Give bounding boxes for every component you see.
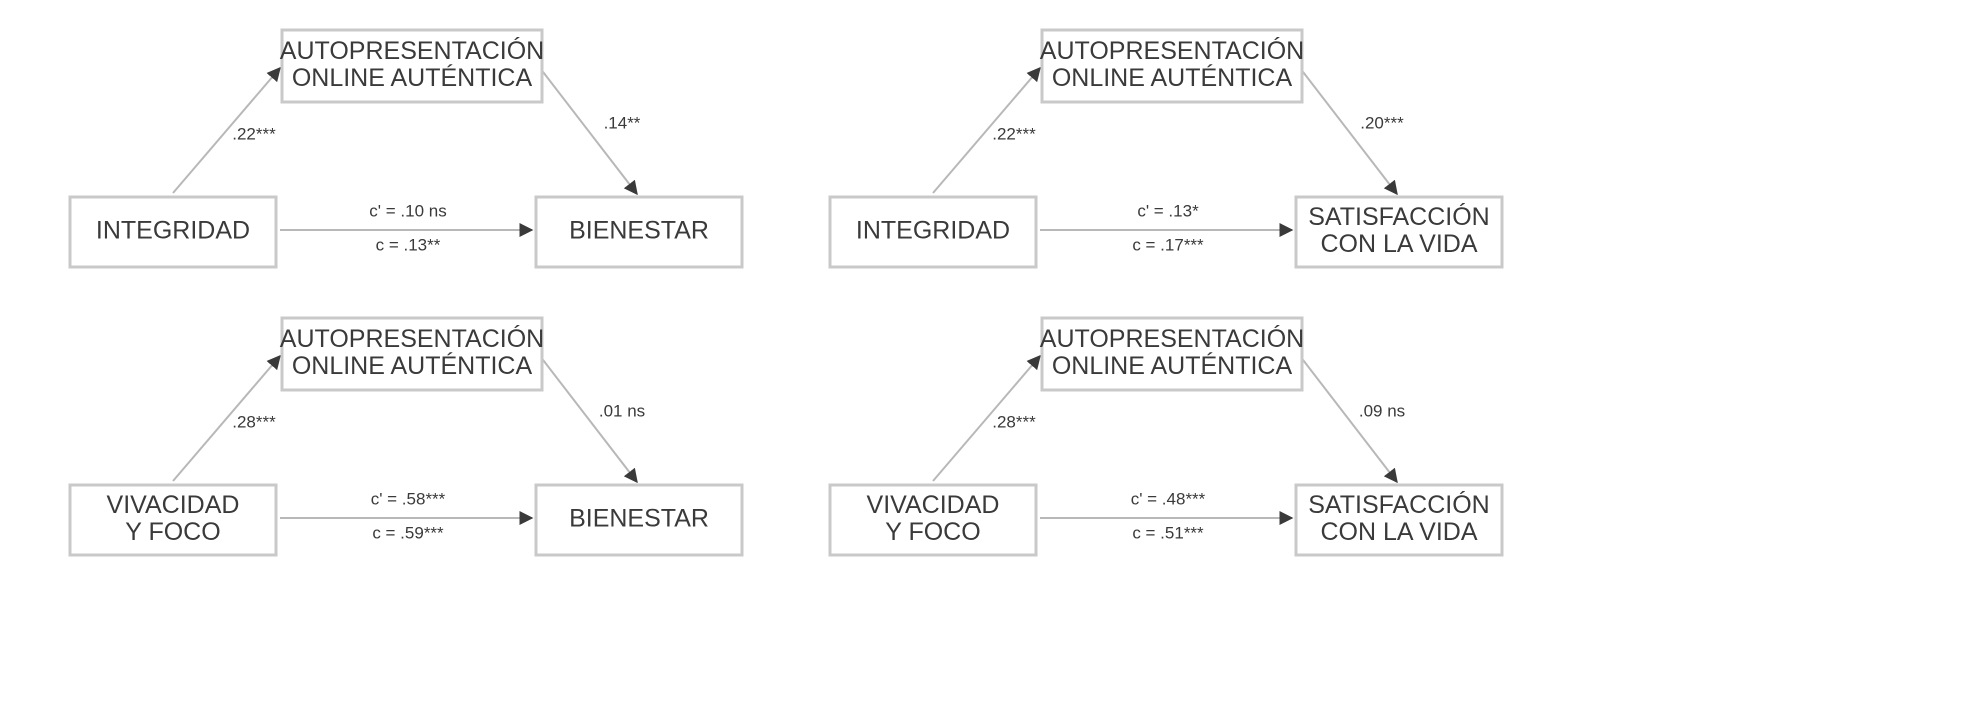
b-path-arrow [1299, 67, 1398, 196]
predictor-node-box [828, 195, 1038, 269]
mediator-node-label: AUTOPRESENTACIÓN [1040, 324, 1304, 353]
outcome-node-box [1294, 195, 1504, 269]
mediator-node-label: AUTOPRESENTACIÓN [1040, 36, 1304, 65]
predictor-node-label: VIVACIDAD [867, 491, 1000, 519]
predictor-node-box [68, 195, 278, 269]
direct-effect-label: c' = .48*** [1131, 489, 1206, 508]
mediator-node-label: ONLINE AUTÉNTICA [292, 63, 533, 92]
predictor-node-label: Y FOCO [125, 518, 220, 546]
mediator-node-box [280, 316, 544, 392]
outcome-node-label: SATISFACCIÓN [1308, 490, 1490, 519]
total-effect-label: c = .13** [376, 235, 441, 254]
predictor-node-label: VIVACIDAD [107, 491, 240, 519]
direct-effect-label: c' = .10 ns [369, 201, 446, 220]
total-effect-label: c = .17*** [1132, 235, 1204, 254]
mediator-node-box [280, 28, 544, 104]
predictor-node: INTEGRIDAD [68, 195, 278, 269]
outcome-node-box [534, 483, 744, 557]
outcome-node-label: CON LA VIDA [1321, 230, 1478, 258]
outcome-node-label: BIENESTAR [569, 217, 709, 245]
mediator-node-label: ONLINE AUTÉNTICA [1052, 351, 1293, 380]
a-path-arrow [172, 354, 281, 482]
b-path-coefficient: .09 ns [1359, 401, 1405, 420]
predictor-node: INTEGRIDAD [828, 195, 1038, 269]
outcome-node-box [534, 195, 744, 269]
outcome-node-label: BIENESTAR [569, 505, 709, 533]
b-path-coefficient: .01 ns [599, 401, 645, 420]
mediator-node-label: ONLINE AUTÉNTICA [1052, 63, 1293, 92]
outcome-node: BIENESTAR [534, 483, 744, 557]
a-path-arrow [172, 66, 281, 194]
a-path-coefficient: .28*** [232, 412, 276, 431]
mediator-node-label: AUTOPRESENTACIÓN [280, 324, 544, 353]
outcome-node-label: CON LA VIDA [1321, 518, 1478, 546]
total-effect-label: c = .51*** [1132, 523, 1204, 542]
b-path-arrow [539, 355, 638, 484]
mediator-node-label: ONLINE AUTÉNTICA [292, 351, 533, 380]
predictor-node-box [828, 483, 1038, 557]
a-path-arrow [932, 354, 1041, 482]
outcome-node-label: SATISFACCIÓN [1308, 202, 1490, 231]
a-path-coefficient: .22*** [992, 124, 1036, 143]
a-path-coefficient: .22*** [232, 124, 276, 143]
b-path-arrow [539, 67, 638, 196]
a-path-coefficient: .28*** [992, 412, 1036, 431]
b-path-arrow [1299, 355, 1398, 484]
predictor-node-label: Y FOCO [885, 518, 980, 546]
outcome-node-box [1294, 483, 1504, 557]
predictor-node-box [68, 483, 278, 557]
total-effect-label: c = .59*** [372, 523, 444, 542]
mediator-node-box [1040, 28, 1304, 104]
b-path-coefficient: .20*** [1360, 113, 1404, 132]
mediator-node-label: AUTOPRESENTACIÓN [280, 36, 544, 65]
predictor-node-label: INTEGRIDAD [856, 217, 1010, 245]
predictor-node-label: INTEGRIDAD [96, 217, 250, 245]
a-path-arrow [932, 66, 1041, 194]
direct-effect-label: c' = .58*** [371, 489, 446, 508]
mediator-node-box [1040, 316, 1304, 392]
outcome-node: BIENESTAR [534, 195, 744, 269]
b-path-coefficient: .14** [604, 113, 641, 132]
direct-effect-label: c' = .13* [1137, 201, 1199, 220]
